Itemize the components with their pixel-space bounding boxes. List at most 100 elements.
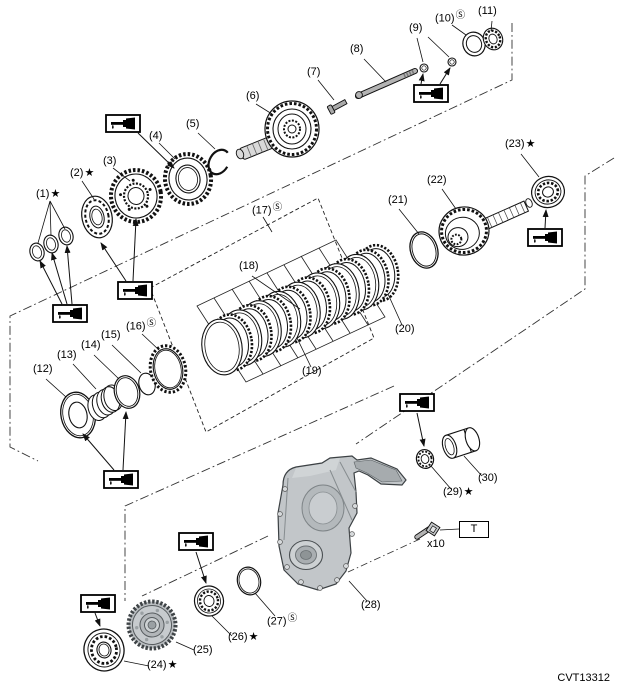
part-number: (16) [126, 320, 146, 333]
part-label-13: (13) [57, 349, 77, 362]
clutch-pack-boundary [149, 197, 375, 433]
phantom-boundary-lines [9, 23, 615, 601]
part-number: (14) [81, 339, 101, 351]
part-label-17: (17)Ⓢ [252, 203, 282, 217]
part-bushing-13 [87, 384, 123, 421]
part-number: (11) [478, 5, 497, 17]
part-number: (7) [307, 66, 321, 78]
part-number: (28) [361, 599, 381, 611]
part-number: (9) [409, 22, 423, 34]
part-number: (17) [252, 204, 272, 217]
reuse-star-icon: ★ [50, 188, 61, 200]
lubricant-applicator-icon [80, 594, 116, 613]
part-label-20: (20) [395, 323, 415, 336]
select-fit-icon: Ⓢ [455, 10, 466, 21]
part-label-25: (25) [193, 644, 213, 657]
part-label-10: (10)Ⓢ [435, 11, 465, 25]
part-label-22: (22) [427, 174, 447, 187]
part-bearing-24 [83, 628, 125, 672]
part-number: (27) [267, 615, 287, 628]
reuse-star-icon: ★ [248, 631, 259, 643]
part-shaft-drum-6 [235, 100, 320, 160]
select-fit-icon: Ⓢ [287, 613, 298, 624]
part-label-2: (2)★ [70, 167, 95, 180]
part-number: (24) [147, 659, 167, 671]
part-label-4: (4) [149, 130, 163, 143]
part-number: (8) [350, 43, 364, 55]
part-label-21: (21) [388, 194, 408, 207]
part-snap-ring-16 [148, 344, 188, 394]
part-number: (30) [478, 472, 498, 484]
part-gear-3 [108, 168, 164, 224]
part-ring-14 [113, 375, 141, 409]
bolt-axis-line [347, 538, 421, 573]
part-label-14: (14) [81, 339, 101, 352]
part-label-30: (30) [478, 472, 498, 485]
part-number: (12) [33, 363, 53, 375]
part-number: (29) [443, 486, 463, 498]
part-oring-27 [236, 566, 262, 596]
figure-code: CVT13312 [557, 672, 610, 684]
part-label-26: (26)★ [228, 631, 259, 644]
part-bolt-7 [326, 99, 348, 115]
part-label-5: (5) [186, 118, 200, 131]
part-label-12: (12) [33, 363, 53, 376]
part-label-24: (24)★ [147, 659, 177, 672]
part-oring-21 [409, 231, 439, 269]
part-number: (26) [228, 631, 248, 643]
part-bearing-2 [81, 195, 113, 239]
part-number: (25) [193, 644, 213, 656]
part-seal-rings-1 [29, 226, 74, 262]
part-label-6: (6) [246, 90, 260, 103]
part-number: (2) [70, 167, 84, 179]
part-label-28: (28) [361, 599, 381, 612]
part-bearing-26 [193, 585, 225, 617]
reuse-star-icon: ★ [463, 486, 474, 498]
part-housing-28 [277, 455, 407, 591]
part-rings-9 [419, 57, 457, 73]
part-number: (5) [186, 118, 200, 130]
lubricant-applicator-icon [413, 84, 449, 103]
part-label-27: (27)Ⓢ [267, 614, 297, 628]
part-label-18: (18) [239, 260, 259, 273]
clutch-disc-stack [201, 243, 400, 376]
part-number: (13) [57, 349, 77, 361]
part-number: (10) [435, 12, 455, 25]
lubricant-applicator-icon [52, 304, 88, 323]
part-label-19: (19) [302, 365, 322, 378]
part-label-3: (3) [103, 155, 116, 168]
part-label-7: (7) [307, 66, 321, 79]
part-bearing-11 [482, 27, 504, 51]
part-bearing-23 [530, 175, 566, 209]
part-rod-8 [355, 68, 418, 99]
lubricant-applicator-icon [117, 281, 153, 300]
part-label-11: (11) [478, 5, 497, 18]
lubricant-applicator-icon [399, 393, 435, 412]
part-label-9: (9) [409, 22, 423, 35]
part-number: (22) [427, 174, 447, 186]
part-bolt-x10 [414, 521, 441, 540]
lubricant-applicator-icon [527, 228, 563, 247]
grease-arrows [39, 67, 549, 627]
part-number: (6) [246, 90, 260, 102]
part-number: (4) [149, 130, 163, 142]
reuse-star-icon: ★ [84, 167, 95, 179]
part-number: (21) [388, 194, 408, 206]
part-bushing-30 [441, 427, 481, 459]
part-number: (19) [302, 365, 322, 377]
part-number: (18) [239, 260, 259, 272]
part-label-15: (15) [101, 329, 121, 342]
lubricant-applicator-icon [178, 532, 214, 551]
part-washer-29 [415, 448, 435, 470]
part-number: (1) [36, 188, 50, 200]
part-label-29: (29)★ [443, 486, 474, 499]
leader-lines [37, 20, 540, 667]
part-number: (23) [505, 138, 525, 150]
part-gear-25 [126, 599, 178, 651]
part-drum-22 [438, 198, 533, 256]
select-fit-icon: Ⓢ [272, 202, 283, 213]
lubricant-applicator-icon [105, 114, 141, 133]
part-seal-10 [462, 31, 486, 57]
